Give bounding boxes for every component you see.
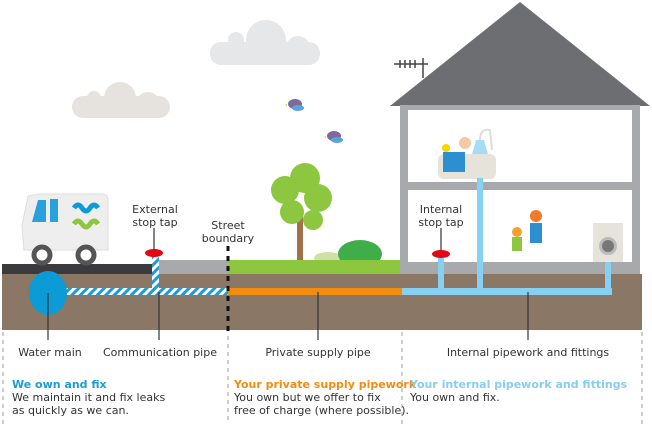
private-supply-pipe-label: Private supply pipe	[265, 346, 371, 359]
cloud-icon	[72, 82, 170, 118]
label-line: stop tap	[418, 216, 464, 229]
tree-icon	[271, 163, 332, 260]
antenna-icon	[394, 58, 428, 78]
internal-pipework	[402, 178, 612, 295]
child-icon	[512, 227, 522, 251]
shower-icon	[472, 128, 493, 154]
label-line: stop tap	[132, 216, 178, 229]
section-body-line: You own but we offer to fix	[234, 391, 381, 404]
cloud-icon	[210, 20, 320, 65]
private-supply-pipe	[228, 288, 402, 295]
section-internal-pipework: Your internal pipework and fittings You …	[410, 378, 627, 404]
pavement	[152, 260, 228, 274]
section-dividers	[2, 332, 643, 424]
child-icon	[530, 210, 542, 243]
house-foundation-wall	[400, 262, 640, 274]
communication-pipe-riser	[152, 256, 159, 290]
washing-machine-icon	[593, 223, 623, 263]
communication-pipe	[62, 288, 228, 295]
internal-stop-tap-label: Internal stop tap	[416, 203, 466, 229]
section-heading: Your private supply pipework	[234, 378, 417, 391]
soil	[2, 274, 642, 330]
section-body-line: as quickly as we can.	[12, 404, 129, 417]
bird-icon	[285, 99, 304, 111]
internal-pipework-label: Internal pipework and fittings	[446, 346, 610, 359]
section-body-line: You own and fix.	[410, 391, 500, 404]
bath-icon	[438, 137, 496, 179]
street-boundary-label: Street boundary	[200, 219, 256, 245]
bird-icon	[324, 131, 343, 143]
section-private-supply: Your private supply pipework You own but…	[234, 378, 416, 417]
water-main-label: Water main	[18, 346, 82, 359]
external-stop-tap-label: External stop tap	[130, 203, 180, 229]
van-icon	[21, 193, 109, 266]
label-line: Internal	[419, 203, 463, 216]
road	[2, 264, 152, 274]
grass	[228, 260, 400, 274]
section-heading: Your internal pipework and fittings	[410, 378, 628, 391]
stop-tap-icon	[432, 250, 450, 258]
label-line: Street	[211, 219, 245, 232]
label-line: boundary	[201, 232, 255, 245]
section-we-own: We own and fix We maintain it and fix le…	[12, 378, 165, 417]
section-heading: We own and fix	[12, 378, 107, 391]
leader-lines	[47, 228, 529, 340]
section-body-line: free of charge (where possible).	[234, 404, 410, 417]
section-body-line: We maintain it and fix leaks	[12, 391, 166, 404]
communication-pipe-label: Communication pipe	[103, 346, 217, 359]
label-line: External	[132, 203, 178, 216]
stop-tap-icon	[145, 249, 163, 257]
